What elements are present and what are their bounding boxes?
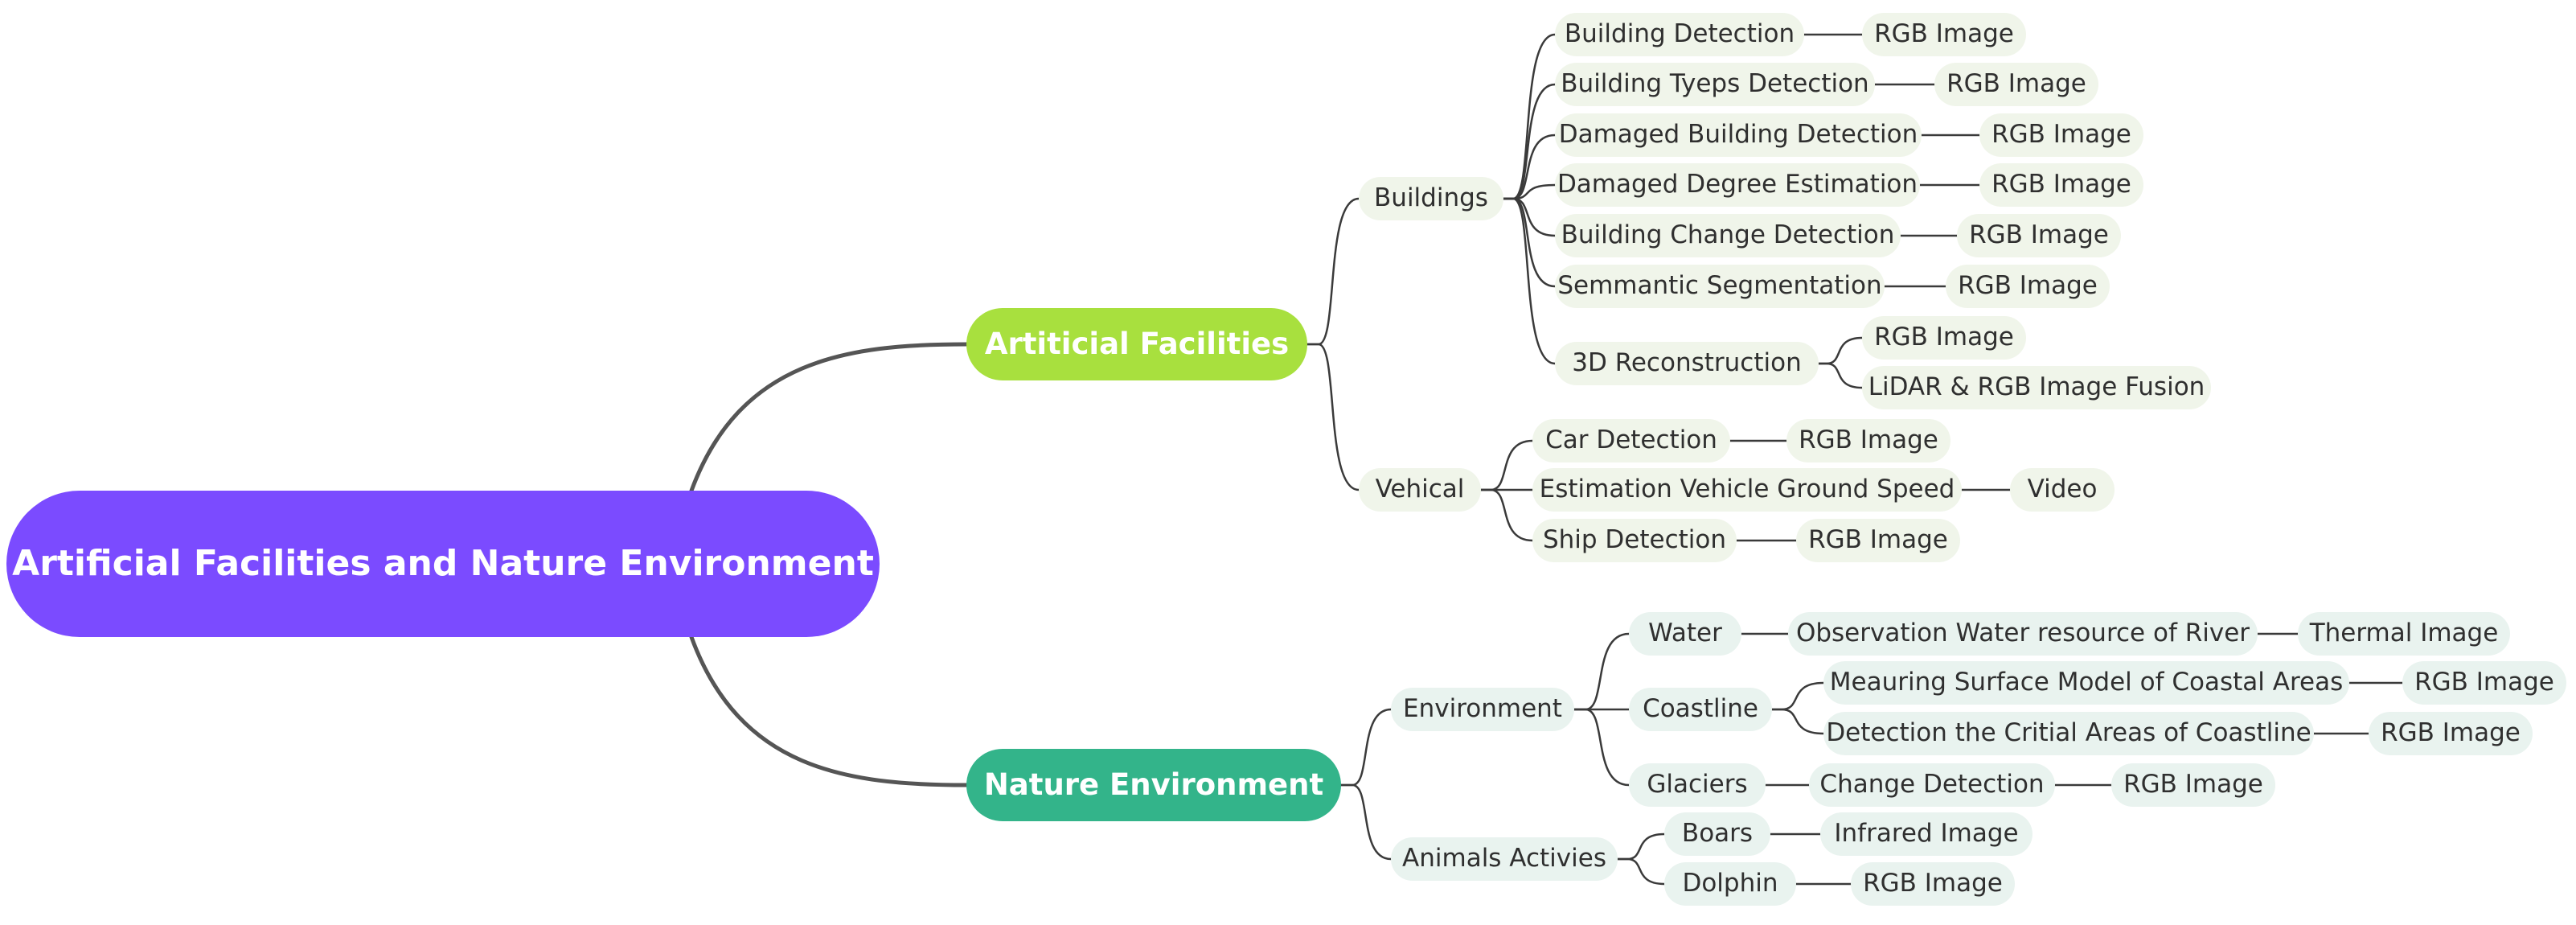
node-water-observation-thermal[interactable]: Thermal Image: [2298, 612, 2510, 656]
connector-line-27: [1339, 783, 1393, 861]
connector-line-18: [1817, 336, 1864, 365]
node-dolphin-rgb[interactable]: RGB Image: [1851, 862, 2015, 906]
node-dolphin[interactable]: Dolphin: [1664, 862, 1796, 906]
node-damaged-building-detection-rgb[interactable]: RGB Image: [1979, 113, 2143, 157]
node-ground-speed-estimation[interactable]: Estimation Vehicle Ground Speed: [1532, 468, 1962, 512]
node-buildings[interactable]: Buildings: [1359, 177, 1503, 220]
connector-line-9: [1502, 197, 1557, 237]
node-building-types-detection-rgb[interactable]: RGB Image: [1934, 63, 2098, 106]
node-semantic-segmentation-rgb[interactable]: RGB Image: [1946, 265, 2110, 308]
node-environment[interactable]: Environment: [1391, 688, 1574, 731]
node-water[interactable]: Water: [1629, 612, 1741, 656]
node-animals-activities[interactable]: Animals Activies: [1391, 837, 1618, 881]
node-coastal-surface-model-rgb[interactable]: RGB Image: [2402, 661, 2566, 705]
node-vehical[interactable]: Vehical: [1359, 468, 1481, 512]
node-3d-reconstruction-lidar-fusion[interactable]: LiDAR & RGB Image Fusion: [1862, 366, 2211, 409]
node-building-change-detection[interactable]: Building Change Detection: [1555, 214, 1901, 257]
node-water-observation[interactable]: Observation Water resource of River: [1788, 612, 2258, 656]
connector-line-2: [689, 635, 969, 787]
root-node[interactable]: Artificial Facilities and Nature Environ…: [6, 491, 880, 637]
node-glacier-change-detection-rgb[interactable]: RGB Image: [2111, 763, 2275, 807]
node-ship-detection-rgb[interactable]: RGB Image: [1796, 519, 1960, 562]
node-damaged-degree-estimation-rgb[interactable]: RGB Image: [1979, 163, 2143, 207]
node-3d-reconstruction[interactable]: 3D Reconstruction: [1555, 342, 1819, 385]
node-damaged-degree-estimation[interactable]: Damaged Degree Estimation: [1555, 163, 1920, 207]
connector-line-20: [1479, 439, 1534, 491]
node-damaged-building-detection[interactable]: Damaged Building Detection: [1555, 113, 1922, 157]
node-ground-speed-video[interactable]: Video: [2010, 468, 2115, 512]
connector-line-30: [1573, 708, 1631, 787]
node-3d-reconstruction-rgb[interactable]: RGB Image: [1862, 316, 2026, 360]
node-building-detection-rgb[interactable]: RGB Image: [1862, 13, 2026, 56]
connector-line-40: [1616, 857, 1666, 886]
node-boars-infrared[interactable]: Infrared Image: [1820, 812, 2032, 856]
connector-line-1: [689, 342, 969, 493]
node-coastline-critical-areas[interactable]: Detection the Critial Areas of Coastline: [1823, 712, 2314, 755]
node-coastline[interactable]: Coastline: [1629, 688, 1772, 731]
node-building-types-detection[interactable]: Building Tyeps Detection: [1555, 63, 1875, 106]
node-building-change-detection-rgb[interactable]: RGB Image: [1957, 214, 2121, 257]
node-semantic-segmentation[interactable]: Semmantic Segmentation: [1555, 265, 1885, 308]
node-coastal-surface-model[interactable]: Meauring Surface Model of Coastal Areas: [1823, 661, 2349, 705]
branch-nature-environment[interactable]: Nature Environment: [966, 749, 1341, 821]
connector-line-39: [1616, 832, 1666, 861]
connector-line-5: [1502, 33, 1557, 200]
node-glacier-change-detection[interactable]: Change Detection: [1809, 763, 2055, 807]
connector-line-8: [1502, 183, 1557, 200]
connector-line-11: [1502, 197, 1557, 365]
node-car-detection[interactable]: Car Detection: [1532, 419, 1730, 462]
connector-line-19: [1817, 362, 1864, 389]
node-boars[interactable]: Boars: [1664, 812, 1770, 856]
connector-line-33: [1770, 681, 1825, 711]
node-car-detection-rgb[interactable]: RGB Image: [1786, 419, 1950, 462]
connector-line-26: [1339, 708, 1393, 787]
node-ship-detection[interactable]: Ship Detection: [1532, 519, 1737, 562]
connector-line-10: [1502, 197, 1557, 288]
connector-line-22: [1479, 488, 1534, 542]
branch-artificial-facilities[interactable]: Artiticial Facilities: [966, 308, 1307, 380]
node-building-detection[interactable]: Building Detection: [1555, 13, 1804, 56]
node-coastline-critical-areas-rgb[interactable]: RGB Image: [2369, 712, 2533, 755]
node-glaciers[interactable]: Glaciers: [1629, 763, 1766, 807]
connector-line-3: [1306, 197, 1360, 346]
connector-line-34: [1770, 708, 1825, 735]
connector-line-28: [1573, 632, 1631, 711]
connector-line-4: [1306, 343, 1360, 491]
